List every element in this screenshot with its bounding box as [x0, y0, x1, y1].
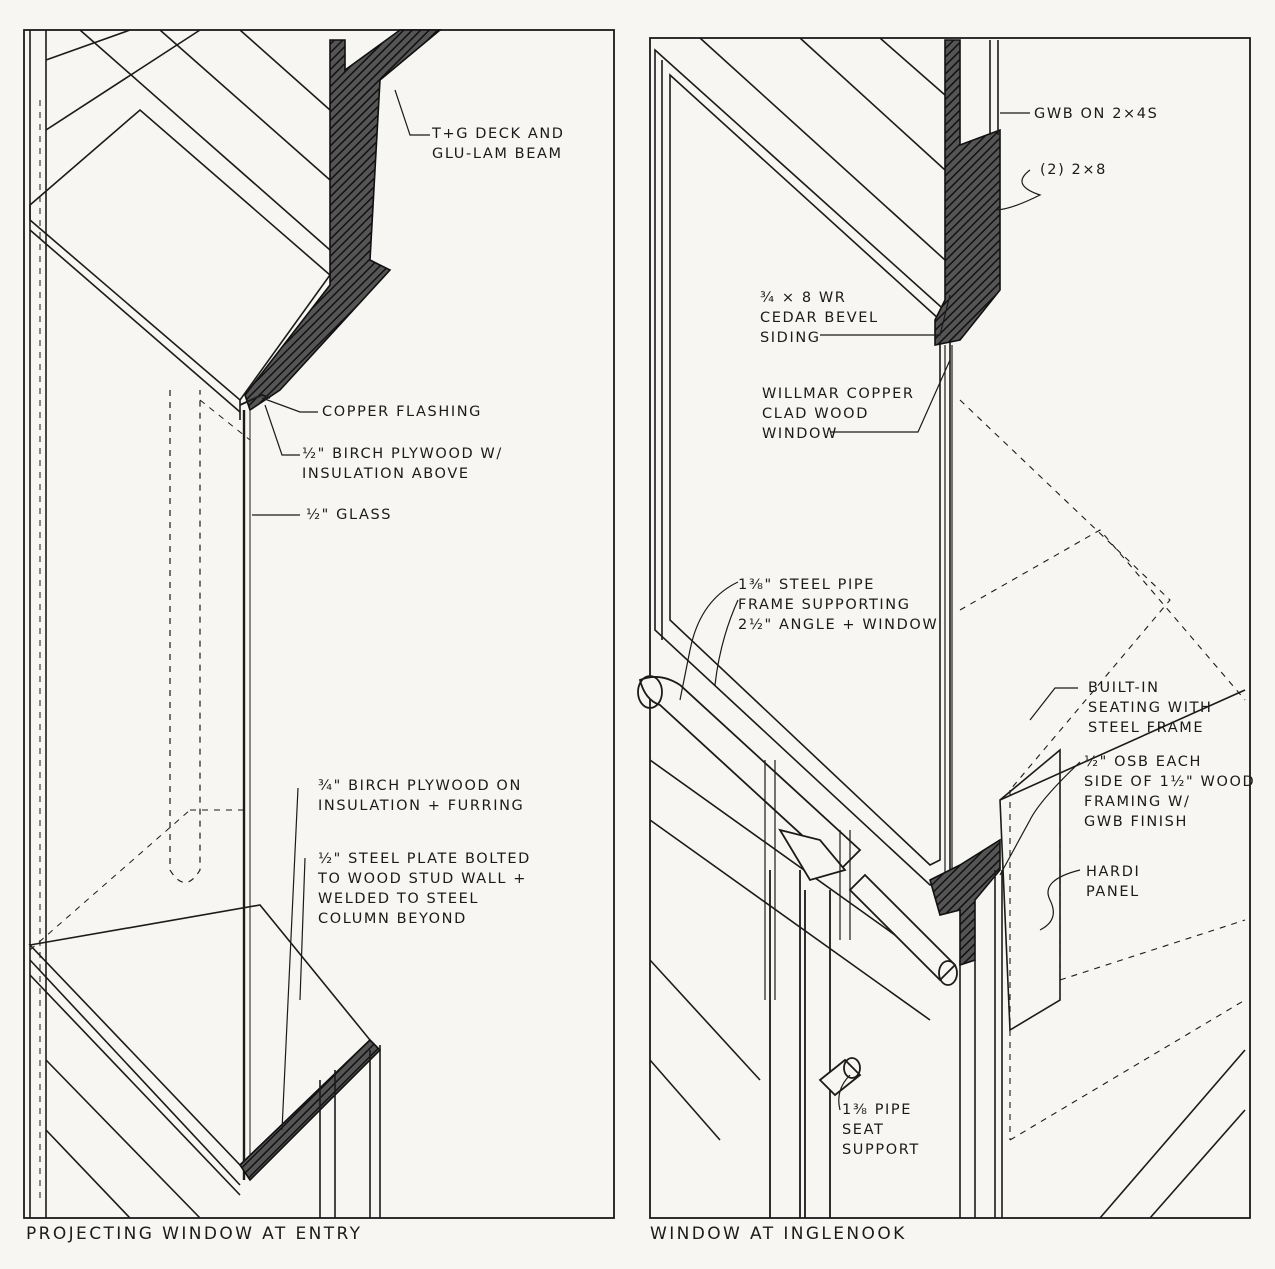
bg-line	[79, 29, 331, 251]
leader-pipe-frame	[679, 581, 739, 701]
note-steel-pipe-frame: 1⅜" STEEL PIPE FRAME SUPPORTING 2½" ANGL…	[738, 577, 939, 633]
right-panel-drawing	[637, 37, 1251, 1219]
note-deck-beam: T+G DECK AND GLU-LAM BEAM	[432, 126, 565, 162]
sill-edge	[29, 974, 241, 1196]
bg-line	[649, 819, 931, 1021]
bg-line	[799, 37, 946, 171]
seating-frame-dashed	[1009, 999, 1246, 1141]
window-frame-outer	[654, 48, 951, 886]
pipe-vertical	[769, 870, 801, 1218]
bg-line	[879, 37, 946, 96]
dashed-guide	[29, 809, 191, 951]
seating-frame-dashed	[959, 399, 1171, 791]
leader-window	[830, 359, 951, 433]
copper-flashing	[239, 393, 271, 406]
leader-joists	[994, 169, 1042, 211]
roof-edge	[29, 229, 241, 413]
note-copper-flashing: COPPER FLASHING	[322, 404, 483, 420]
right-panel-frame	[649, 37, 1251, 1219]
note-built-in-seating: BUILT-IN SEATING WITH STEEL FRAME	[1088, 680, 1213, 736]
pipe-end	[843, 1057, 861, 1079]
bg-line	[649, 759, 931, 961]
note-glass: ½" GLASS	[306, 507, 393, 523]
bg-line	[649, 959, 761, 1081]
leader-plywood-bottom	[281, 787, 299, 1131]
note-joists: (2) 2×8	[1040, 162, 1107, 178]
seat-support-pipe	[818, 1058, 862, 1097]
leader-flashing	[261, 397, 318, 413]
leader-plywood-top	[264, 404, 300, 456]
pipe-tee	[778, 828, 847, 882]
pipe-vertical	[804, 890, 831, 1218]
pipe-end	[938, 960, 958, 986]
leader-siding	[820, 294, 951, 336]
seating-frame-dashed	[959, 529, 1246, 701]
beam-section	[244, 29, 443, 412]
roof-overhang	[29, 108, 332, 402]
wall-section-upper	[934, 39, 1001, 346]
bg-line	[649, 1059, 721, 1141]
window-frame-inner	[669, 73, 941, 866]
bg-line	[699, 37, 946, 261]
right-panel-title: WINDOW AT INGLENOOK	[650, 1224, 907, 1244]
bg-line	[45, 29, 131, 61]
note-steel-plate: ½" STEEL PLATE BOLTED TO WOOD STUD WALL …	[318, 851, 531, 927]
note-hardi-panel: HARDI PANEL	[1086, 864, 1141, 900]
pipe-horizontal	[638, 676, 862, 872]
bg-line	[45, 29, 201, 131]
left-panel-drawing	[23, 29, 615, 1219]
note-cedar-siding: ¾ × 8 WR CEDAR BEVEL SIDING	[760, 290, 879, 346]
bg-line	[1099, 1049, 1246, 1219]
bg-line	[45, 1129, 131, 1219]
leader-steel-plate	[299, 857, 306, 1001]
note-birch-plywood-bottom: ¾" BIRCH PLYWOOD ON INSULATION + FURRING	[318, 778, 525, 814]
steel-column-beyond	[169, 390, 201, 884]
sill-projection	[28, 904, 372, 1167]
dashed-guide	[199, 399, 251, 441]
sill-plate-section	[238, 1038, 382, 1182]
note-birch-plywood-top: ½" BIRCH PLYWOOD W/ INSULATION ABOVE	[302, 446, 503, 482]
note-gwb: GWB ON 2×4S	[1034, 106, 1159, 122]
leader-deck	[394, 89, 430, 136]
bg-line	[159, 29, 331, 181]
note-osb-framing: ½" OSB EACH SIDE OF 1½" WOOD FRAMING W/ …	[1084, 754, 1256, 830]
left-panel-frame	[23, 29, 615, 1219]
leader-seating	[1029, 687, 1078, 721]
note-willmar-window: WILLMAR COPPER CLAD WOOD WINDOW	[762, 386, 915, 442]
bg-line	[45, 1059, 201, 1219]
seat-box	[999, 748, 1061, 1032]
leader-osb	[999, 761, 1081, 876]
pipe-end	[637, 675, 663, 709]
bg-line	[239, 29, 331, 111]
leader-hardi	[1039, 869, 1081, 931]
leader-seat-support	[838, 1074, 851, 1111]
wall-section-lower	[929, 838, 1001, 967]
sill-edge	[29, 959, 241, 1186]
left-panel-title: PROJECTING WINDOW AT ENTRY	[26, 1224, 363, 1244]
seating-frame-dashed	[1059, 919, 1246, 981]
note-pipe-seat-support: 1⅜ PIPE SEAT SUPPORT	[842, 1102, 920, 1158]
bg-line	[1149, 1109, 1246, 1219]
seat-top	[999, 689, 1246, 801]
